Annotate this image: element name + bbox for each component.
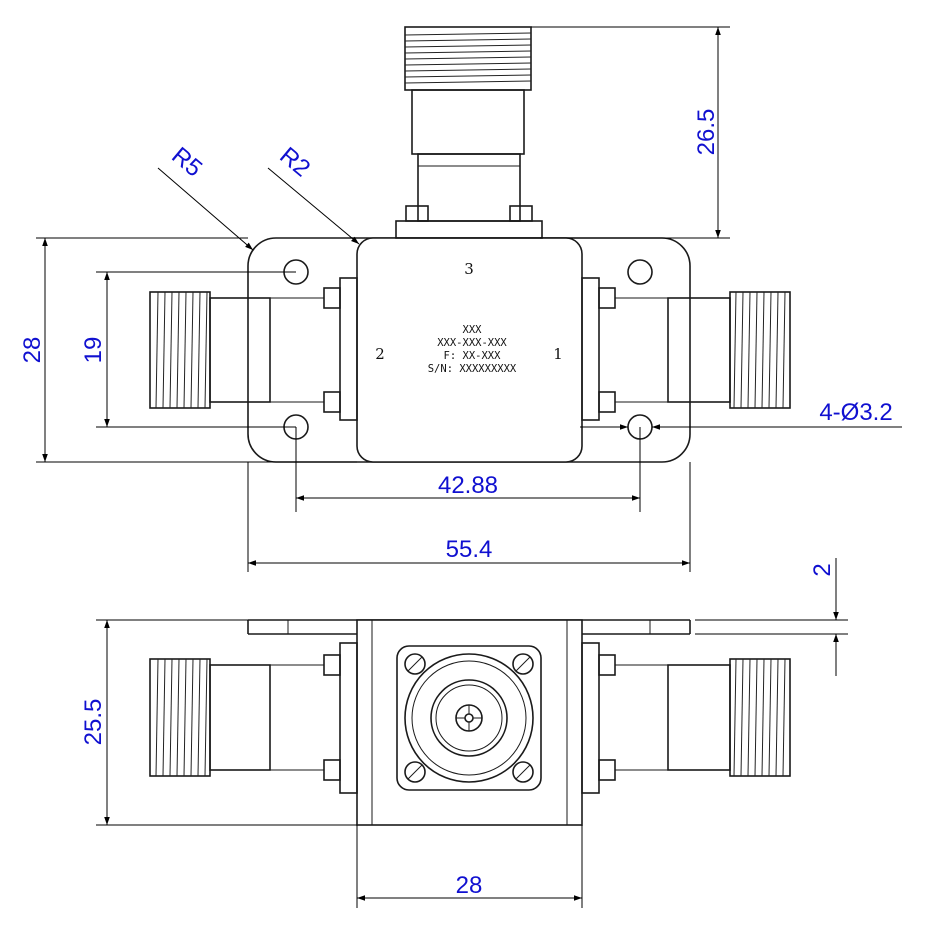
dim-overall-height: 28 [19,337,46,364]
dim-port-spacing: 19 [80,337,107,364]
top-view: 3 2 1 XXX XXX-XXX-XXX F: XX-XXX S/N: XXX… [149,26,791,463]
label-line-4: S/N: XXXXXXXXX [428,363,517,375]
top-connector [395,26,543,239]
side-left-connector [149,642,358,794]
label-line-3: F: XX-XXX [444,350,502,362]
side-view [149,619,791,826]
screw-top-left [404,653,426,675]
right-connector [581,277,791,421]
screw-top-right [512,653,534,675]
side-right-connector [581,642,791,794]
screw-bottom-right [512,761,534,783]
port-1-label: 1 [553,345,563,363]
dim-overall-width: 55.4 [446,536,493,563]
dim-radius-inner: R2 [274,142,315,182]
label-line-2: XXX-XXX-XXX [437,337,507,349]
dim-radius-outer: R5 [166,142,207,182]
screw-bottom-left [404,761,426,783]
dim-flange-thickness: 2 [809,563,836,576]
dim-body-width: 28 [456,872,483,899]
dim-hole-spacing: 42.88 [438,472,498,499]
dim-hole-callout: 4-Ø3.2 [819,399,892,426]
dim-connector-height: 26.5 [693,109,720,156]
port-3-label: 3 [464,260,474,278]
side-view-dimensions: 2 25.5 28 [80,558,848,908]
label-line-1: XXX [463,324,483,336]
front-connector [396,645,542,791]
mounting-hole-top-right [627,259,653,285]
port-2-label: 2 [375,345,385,363]
left-connector [149,277,358,421]
dim-side-height: 25.5 [80,699,107,746]
top-view-dimensions: 26.5 R5 R2 28 19 42.88 55.4 4-Ø3.2 [19,26,902,572]
